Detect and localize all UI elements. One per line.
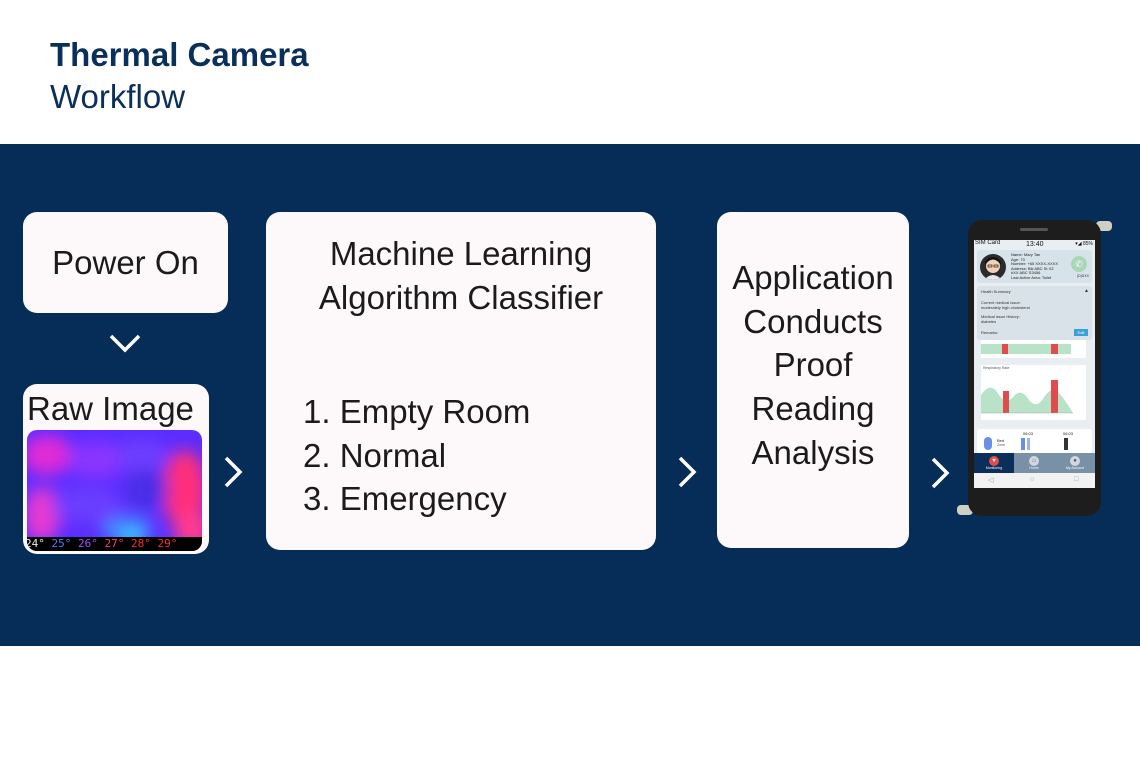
- smartphone-mockup: SIM Card 13:40 ▾◢ 85% Name: Mary Tan Age…: [968, 220, 1101, 516]
- app-line-2: Conducts: [743, 303, 883, 340]
- chevron-down-icon: [109, 334, 141, 353]
- panel-line-4: Medical issue History:: [981, 314, 1020, 319]
- patient-address-2: #XX ABC S3456: [1011, 270, 1041, 276]
- avatar: [980, 254, 1006, 280]
- home-icon: ⌂: [1029, 456, 1039, 466]
- patient-info: Name: Mary Tan Age: 70 Number: +65 XXXX-…: [1011, 252, 1059, 281]
- patient-address: Address: Blk ABC St XZ: [1011, 265, 1054, 271]
- nav-monitoring-label: Monitoring: [985, 466, 1003, 470]
- respiratory-label: Respiratory Rate: [983, 366, 1010, 370]
- call-button[interactable]: ✆: [1071, 256, 1087, 272]
- app-line-3: Proof: [773, 346, 853, 383]
- nav-home[interactable]: ⌂ Home: [1014, 453, 1054, 473]
- patient-card: Name: Mary Tan Age: 70 Number: +65 XXXX-…: [977, 250, 1092, 283]
- patient-last-active: Last Active Area: Toilet: [1011, 274, 1052, 280]
- bottom-nav: ♥ Monitoring ⌂ Home ● My Account: [974, 453, 1095, 473]
- nav-my-account[interactable]: ● My Account: [1055, 453, 1095, 473]
- bar-blue-2: [1027, 438, 1030, 450]
- time-label-2: 06:03: [1063, 431, 1074, 436]
- respiratory-chart: Respiratory Rate: [981, 365, 1086, 420]
- thermal-heatmap: 24° 25° 26° 27° 28° 29°: [27, 430, 202, 551]
- title-thermal-camera: Thermal Camera: [50, 36, 309, 73]
- ml-classifier-box: Machine Learning Algorithm Classifier 1.…: [266, 212, 656, 550]
- nav-monitoring[interactable]: ♥ Monitoring: [974, 453, 1014, 473]
- patient-name: Name: Mary Tan: [1011, 252, 1041, 257]
- home-circle-icon[interactable]: ○: [1030, 476, 1035, 483]
- health-summary-panel: Health Summary ▲ Current medical issue: …: [977, 286, 1092, 340]
- temp-tick-24: 24°: [27, 537, 45, 550]
- chevron-right-icon: [931, 457, 950, 489]
- nav-home-label: Home: [1029, 466, 1039, 470]
- temp-tick-27: 27°: [104, 537, 125, 550]
- class-normal: 2. Normal: [303, 437, 447, 474]
- time-label-1: 06:03: [1023, 431, 1034, 436]
- bed-zone-icon: [984, 437, 992, 450]
- status-time: 13:40: [1026, 241, 1044, 248]
- raw-image-label: Raw Image: [27, 390, 194, 427]
- scroll-decoration-bottom: [957, 505, 973, 515]
- status-icons: ▾◢ 85%: [1075, 241, 1093, 247]
- power-on-box: Power On: [23, 212, 228, 313]
- nav-account-label: My Account: [1065, 466, 1085, 470]
- power-on-label: Power On: [52, 243, 199, 281]
- panel-line-1: Current medical issue:: [981, 300, 1021, 305]
- temp-tick-25: 25°: [51, 537, 72, 550]
- phone-speaker: [1020, 228, 1048, 231]
- bed-zone-card: Bed Zone 06:03 06:03: [977, 429, 1092, 455]
- temp-scale: 24° 25° 26° 27° 28° 29°: [27, 537, 202, 551]
- scroll-decoration-top: [1096, 221, 1112, 231]
- patient-age: Age: 70: [1011, 256, 1025, 262]
- application-box: Application Conducts Proof Reading Analy…: [717, 212, 909, 548]
- panel-line-5: diabetes: [981, 319, 997, 324]
- class-empty-room: 1. Empty Room: [303, 393, 531, 430]
- raw-image-box: Raw Image 24° 25° 26°: [23, 384, 209, 554]
- patient-number: Number: +65 XXXX-XXXX: [1011, 261, 1059, 267]
- back-icon[interactable]: ◁: [988, 477, 994, 484]
- user-icon: ●: [1070, 456, 1080, 466]
- bar-dark: [1064, 438, 1068, 450]
- remarks-label: Remarks:: [981, 330, 999, 335]
- temp-tick-26: 26°: [78, 537, 98, 550]
- ml-title-line-2: Algorithm Classifier: [318, 279, 604, 316]
- health-summary-title: Health Summary: [981, 289, 1011, 294]
- bar-blue-1: [1021, 438, 1025, 450]
- phone-screen: SIM Card 13:40 ▾◢ 85% Name: Mary Tan Age…: [974, 240, 1095, 488]
- status-sim: SIM Card: [975, 240, 1001, 246]
- app-line-4: Reading: [751, 390, 875, 427]
- bed-sub: Zone: [997, 443, 1005, 447]
- chart-top: [981, 340, 1086, 358]
- app-line-1: Application: [732, 259, 894, 296]
- system-nav: ◁ ○ □: [974, 473, 1095, 488]
- panel-collapse-icon[interactable]: ▲: [1084, 288, 1089, 294]
- chevron-right-icon: [224, 456, 243, 488]
- title-workflow: Workflow: [50, 78, 186, 115]
- panel-line-2: moderately high cholesterol: [981, 305, 1030, 310]
- temp-tick-29: 29°: [157, 537, 178, 550]
- temp-tick-28: 28°: [131, 537, 151, 550]
- app-line-5: Analysis: [751, 434, 875, 471]
- bed-label: Bed: [997, 438, 1005, 443]
- edit-button[interactable]: Edit: [1074, 329, 1088, 336]
- class-emergency: 3. Emergency: [303, 480, 507, 517]
- heart-icon: ♥: [989, 456, 999, 466]
- recent-apps-icon[interactable]: □: [1074, 476, 1079, 483]
- ml-title-line-1: Machine Learning: [329, 235, 593, 272]
- call-label: (D)DXX: [1076, 274, 1089, 278]
- chevron-right-icon: [678, 456, 697, 488]
